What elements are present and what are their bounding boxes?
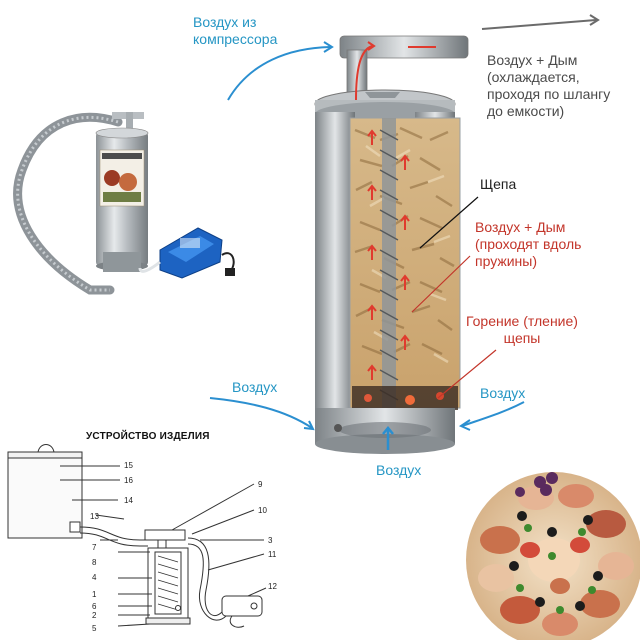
part-number-1: 1 <box>92 590 97 599</box>
label-line: проходя по шлангу <box>487 86 611 102</box>
leader-chips <box>419 196 479 249</box>
label-line: (проходят вдоль <box>475 236 582 252</box>
label-line: Воздух + Дым <box>487 52 578 68</box>
part-number-3: 3 <box>268 536 273 545</box>
base <box>315 434 455 454</box>
leader-burning <box>437 349 497 399</box>
label-air-left: Воздух <box>232 379 278 395</box>
part-number-4: 4 <box>92 573 97 582</box>
olives <box>509 511 603 611</box>
part-number-12: 12 <box>268 582 277 591</box>
container <box>7 457 83 539</box>
air-right-arrow <box>461 401 525 427</box>
label-line: (охлаждается, <box>487 69 580 85</box>
label-air-right: Воздух <box>480 385 526 401</box>
container-handle <box>37 444 55 453</box>
body-left-wall <box>315 112 355 430</box>
part-number-8: 8 <box>92 558 97 567</box>
herbs <box>516 524 596 614</box>
air-in-arrow <box>227 46 331 101</box>
label-air-bottom: Воздух <box>376 462 422 478</box>
spring <box>379 129 399 401</box>
part-number-7: 7 <box>92 543 97 552</box>
label-chips: Щепа <box>480 176 517 192</box>
grapes <box>515 472 558 497</box>
label-air-from-compressor: Воздух из компрессора <box>193 14 277 48</box>
label-line: до емкости) <box>487 103 565 119</box>
schematic-hose <box>79 526 148 541</box>
part-number-6: 6 <box>92 602 97 611</box>
part-number-16: 16 <box>124 476 133 485</box>
part-number-13: 13 <box>90 512 99 521</box>
label-line: Воздух из <box>193 14 257 30</box>
label-line: Горение (тление) <box>466 313 578 329</box>
schematic-title: УСТРОЙСТВО ИЗДЕЛИЯ <box>86 431 210 442</box>
air-left-arrow <box>209 397 313 429</box>
label-line: щепы <box>503 330 541 346</box>
label-line: Воздух + Дым <box>475 219 566 235</box>
schematic-compressor <box>221 595 263 617</box>
part-number-14: 14 <box>124 496 133 505</box>
label-air-smoke-spring: Воздух + Дым (проходят вдоль пружины) <box>475 219 581 270</box>
lid-knob <box>365 92 400 98</box>
part-number-5: 5 <box>92 624 97 633</box>
label-air-smoke-out: Воздух + Дым (охлаждается, проходя по шл… <box>487 52 610 120</box>
part-number-11: 11 <box>268 550 277 559</box>
leader-spring <box>411 255 471 313</box>
part-number-15: 15 <box>124 461 133 470</box>
meat-slices <box>478 484 634 636</box>
air-arrows <box>209 41 525 431</box>
label-line: пружины) <box>475 253 538 269</box>
smoke-flow-arrows <box>355 41 436 380</box>
smoke-out-arrow <box>481 19 597 30</box>
label-line: компрессора <box>193 31 278 47</box>
air-inlet-hole <box>334 424 342 432</box>
part-number-2: 2 <box>92 611 97 620</box>
part-number-9: 9 <box>258 480 263 489</box>
label-burning: Горение (тление) щепы <box>466 313 578 347</box>
part-number-10: 10 <box>258 506 267 515</box>
schematic-air-tube <box>187 537 223 617</box>
outlet-pipe-horizontal <box>339 35 469 59</box>
